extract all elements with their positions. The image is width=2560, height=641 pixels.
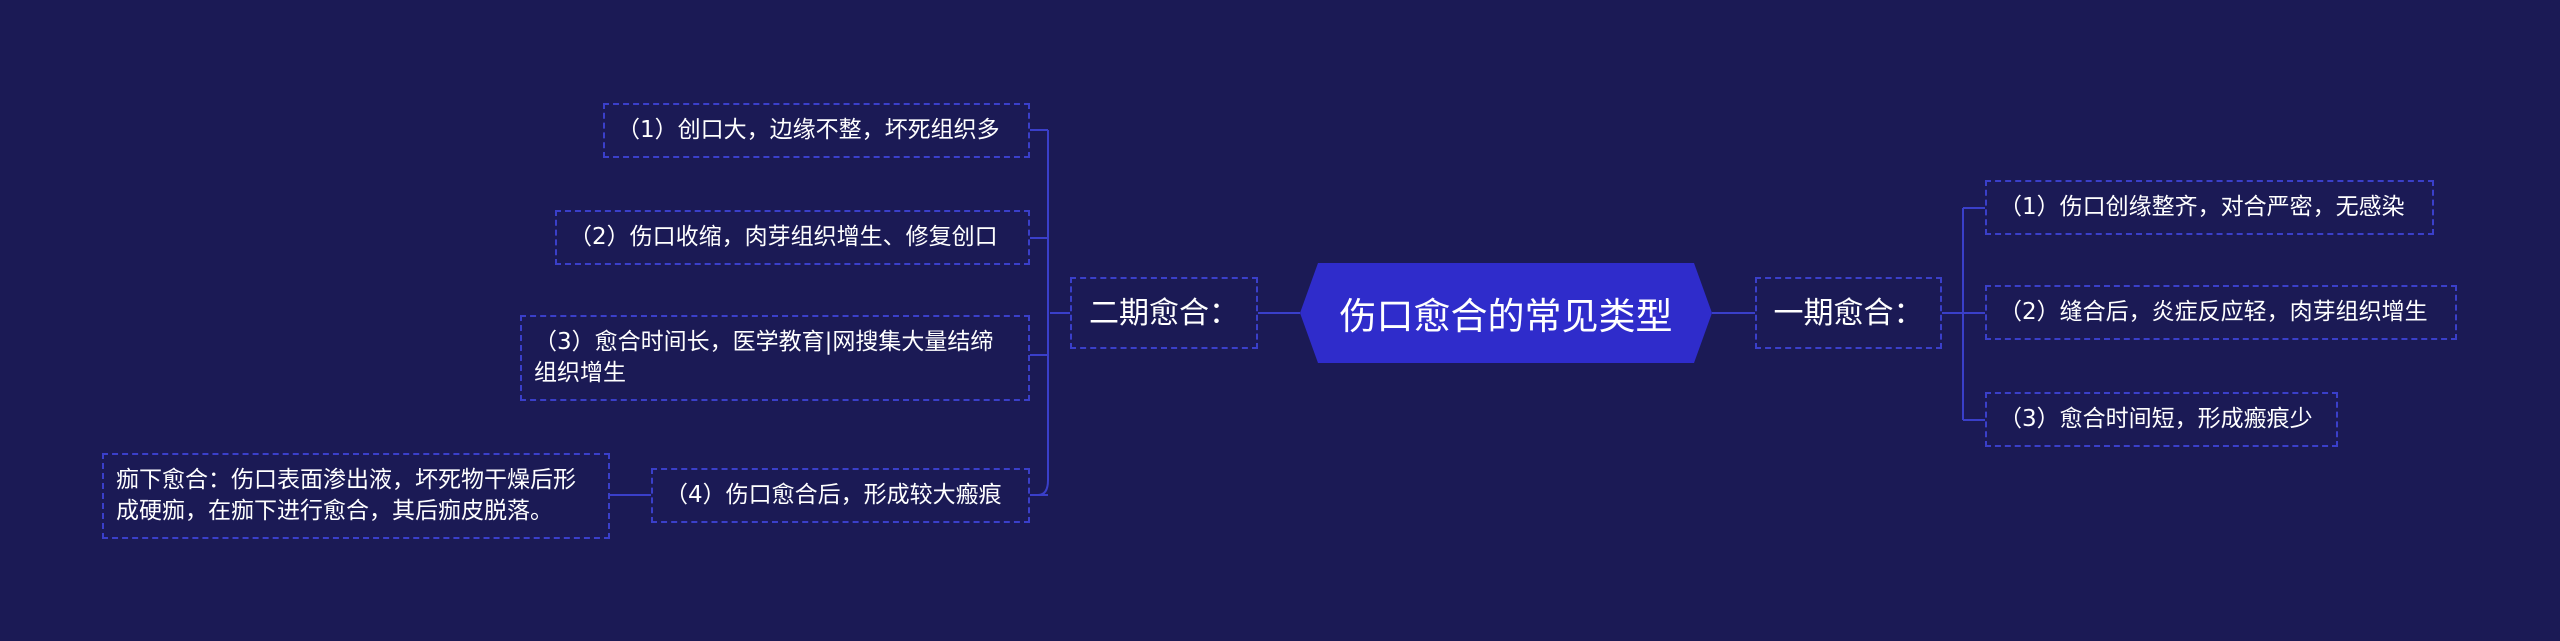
second-item-1[interactable]: （1）创口大，边缘不整，坏死组织多 bbox=[603, 103, 1030, 158]
connector-second-items bbox=[1030, 129, 1070, 496]
root-topic[interactable]: 伤口愈合的常见类型 bbox=[1300, 263, 1712, 363]
connector-first-items bbox=[1942, 207, 1985, 421]
second-item-3[interactable]: （3）愈合时间长，医学教育|网搜集大量结缔组织增生 bbox=[520, 315, 1030, 401]
branch-second-label: 二期愈合： bbox=[1089, 295, 1239, 331]
second-item-4[interactable]: （4）伤口愈合后，形成较大瘢痕 bbox=[651, 468, 1030, 523]
second-item-2[interactable]: （2）伤口收缩，肉芽组织增生、修复创口 bbox=[555, 210, 1030, 265]
branch-first-label: 一期愈合： bbox=[1773, 295, 1924, 331]
first-item-2[interactable]: （2）缝合后，炎症反应轻，肉芽组织增生 bbox=[1985, 285, 2457, 340]
second-sub-note[interactable]: 痂下愈合：伤口表面渗出液，坏死物干燥后形成硬痂，在痂下进行愈合，其后痂皮脱落。 bbox=[102, 453, 610, 539]
branch-second-stage[interactable]: 二期愈合： bbox=[1070, 277, 1258, 349]
first-item-1[interactable]: （1）伤口创缘整齐，对合严密，无感染 bbox=[1985, 180, 2434, 235]
root-title: 伤口愈合的常见类型 bbox=[1339, 295, 1673, 338]
first-item-3[interactable]: （3）愈合时间短，形成瘢痕少 bbox=[1985, 392, 2338, 447]
branch-first-stage[interactable]: 一期愈合： bbox=[1755, 277, 1942, 349]
